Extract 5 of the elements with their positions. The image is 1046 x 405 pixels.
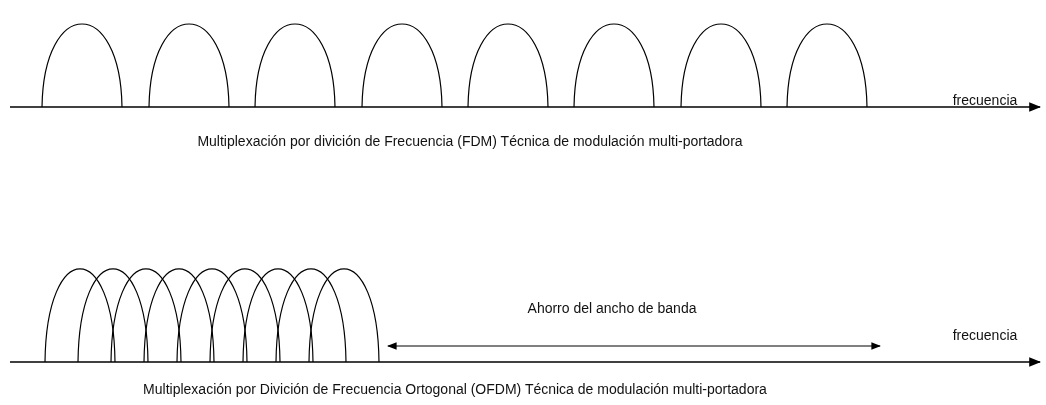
axis-label: frecuencia (952, 92, 1018, 108)
axis-label: frecuencia (952, 327, 1018, 343)
caption: Multiplexación por divición de Frecuencia (FDM) Técnica de modulación multi-portadora (197, 133, 743, 149)
dimension-label: Ahorro del ancho de banda (527, 300, 697, 316)
caption: Multiplexación por Divición de Frecuencia Ortogonal (OFDM) Técnica de modulación multi-portadora (143, 381, 767, 397)
